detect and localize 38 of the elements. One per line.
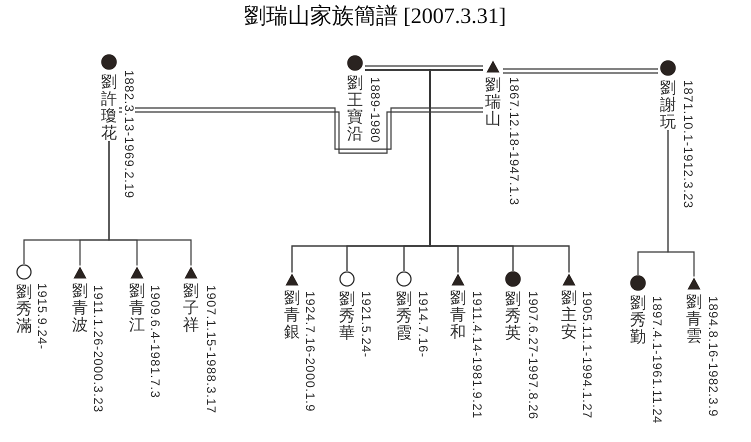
life-dates: 1905.11.1-1994.1.27: [580, 291, 593, 419]
life-dates: 1915.9.24-: [35, 283, 48, 350]
life-dates: 1914.7.16-: [416, 291, 429, 358]
life-dates: 1882.3.13-1969.2.19: [122, 70, 135, 199]
marriage-line: [118, 107, 484, 154]
life-dates: 1921.5.24-: [359, 291, 372, 358]
person-name: 劉秀勤: [630, 294, 646, 345]
life-dates: 1897.4.1-1961.11.24: [650, 296, 663, 424]
person-name: 劉青雲: [686, 292, 702, 344]
person-name: 劉青波: [72, 282, 88, 332]
person-name: 劉青江: [129, 282, 145, 332]
person-name: 劉瑞山: [485, 76, 501, 126]
person-name: 劉青和: [450, 288, 466, 340]
life-dates: 1867.12.18-1947.1.3: [507, 77, 520, 206]
person-name: 劉秀華: [339, 290, 355, 341]
person-name: 劉秀滿: [16, 283, 32, 334]
life-dates: 1911.1.26-2000.3.23: [91, 285, 104, 413]
person-name: 劉秀霞: [396, 290, 412, 341]
descent-line: [667, 130, 695, 276]
title: 劉瑞山家族簡譜 [2007.3.31]: [244, 3, 506, 29]
life-dates: 1907.6.27-1997.8.26: [526, 291, 539, 420]
person-name: 劉謝玩: [660, 79, 676, 130]
life-dates: 1894.8.16-1982.3.9: [706, 296, 719, 418]
person-name: 劉青銀: [284, 288, 300, 340]
person-name: 劉許瓊花: [101, 73, 117, 141]
life-dates: 1911.4.14-1981.9.21: [470, 291, 483, 419]
life-dates: 1889-1980: [368, 77, 381, 144]
life-dates: 1871.10.1-1912.3.23: [681, 80, 694, 209]
marriage-line: [502, 68, 659, 74]
descent-line: [429, 69, 570, 272]
descent-line: [108, 141, 192, 266]
person-name: 劉主安: [561, 288, 577, 340]
person-name: 劉秀英: [505, 290, 521, 341]
life-dates: 1907.1.15-1988.3.17: [204, 285, 217, 414]
life-dates: 1924.7.16-2000.1.9: [303, 291, 316, 412]
person-name: 劉王寶沿: [347, 74, 363, 142]
life-dates: 1909.6.4-1981.7.3: [148, 285, 161, 398]
person-name: 劉子祥: [183, 282, 199, 332]
